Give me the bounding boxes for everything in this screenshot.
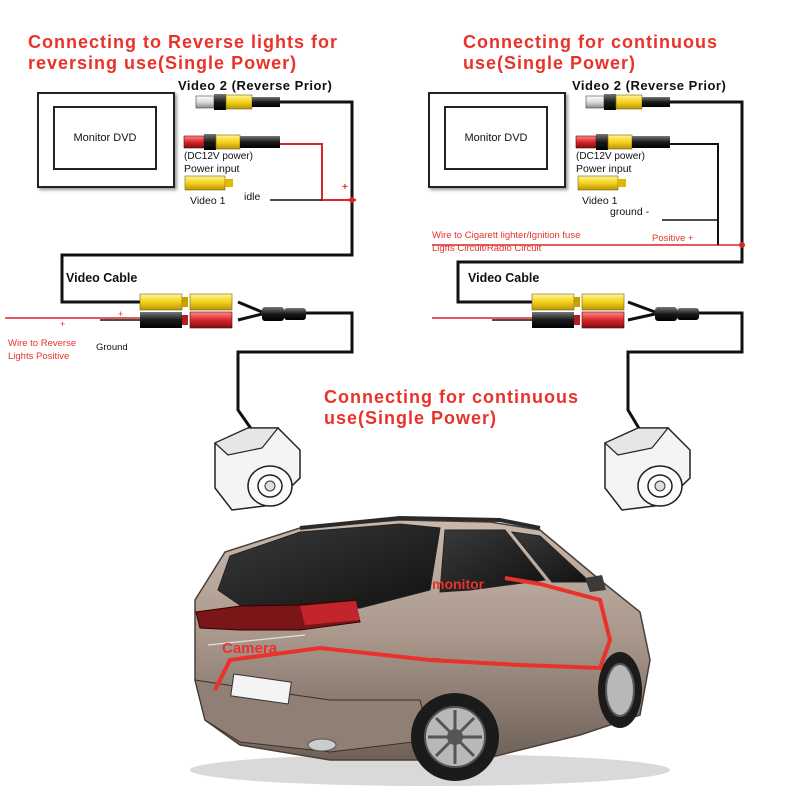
left-cable-yellow-connectors bbox=[139, 293, 233, 311]
right-dc-label: (DC12V power) bbox=[576, 151, 645, 162]
left-idle-label: idle bbox=[244, 191, 261, 203]
right-monitor: Monitor DVD bbox=[428, 92, 566, 188]
left-power-input-label: Power input bbox=[184, 163, 240, 175]
left-rca-white-connector bbox=[195, 94, 280, 110]
right-title-line1: Connecting for continuous bbox=[463, 32, 718, 52]
right-title-line2: use(Single Power) bbox=[463, 53, 637, 73]
left-video1-label: Video 1 bbox=[190, 195, 226, 207]
left-monitor-label: Monitor DVD bbox=[73, 132, 137, 144]
right-rca-power-connector bbox=[575, 134, 670, 150]
right-cable-yellow-connectors bbox=[531, 293, 625, 311]
right-video1-label: Video 1 bbox=[582, 195, 618, 207]
left-video-cable-label: Video Cable bbox=[66, 271, 138, 285]
right-power-input-label: Power input bbox=[576, 163, 632, 175]
center-title-line2: use(Single Power) bbox=[324, 408, 498, 428]
left-plus-small: + bbox=[60, 319, 66, 329]
left-video2-label: Video 2 (Reverse Prior) bbox=[178, 78, 333, 93]
right-video2-label: Video 2 (Reverse Prior) bbox=[572, 78, 727, 93]
right-diagram bbox=[432, 94, 745, 511]
right-rca-video1-connector bbox=[577, 175, 626, 191]
left-dc-label: (DC12V power) bbox=[184, 151, 253, 162]
car-illustration bbox=[190, 515, 670, 786]
left-monitor: Monitor DVD bbox=[37, 92, 175, 188]
left-cable-red-connectors bbox=[140, 311, 233, 329]
left-plus-label: + bbox=[342, 182, 348, 193]
car-camera-label: Camera bbox=[222, 640, 278, 657]
left-wire-reverse-line1: Wire to Reverse bbox=[8, 338, 77, 349]
left-cable-plug bbox=[262, 307, 306, 321]
right-monitor-label: Monitor DVD bbox=[464, 132, 528, 144]
left-wire-reverse-line2: Lights Positive bbox=[8, 351, 70, 362]
right-wire-cig-line1: Wire to Cigarett lighter/Ignition fuse bbox=[432, 230, 581, 241]
right-cable-plug bbox=[655, 307, 699, 321]
car-monitor-label: monitor bbox=[432, 576, 485, 592]
right-video-cable-label: Video Cable bbox=[468, 271, 540, 285]
right-wire-cig-line2: Ligfts Circuit/Radio Circuit bbox=[432, 243, 542, 254]
right-camera bbox=[603, 427, 691, 511]
left-camera bbox=[213, 427, 301, 511]
left-rca-power-connector bbox=[183, 134, 280, 150]
left-diagram bbox=[5, 94, 356, 511]
right-rca-white-connector bbox=[585, 94, 670, 110]
left-plus-small-2: + bbox=[118, 309, 124, 319]
left-rca-video1-connector bbox=[184, 175, 233, 191]
right-ground-label: ground - bbox=[610, 206, 650, 218]
right-cable-red-connectors bbox=[532, 311, 625, 329]
left-ground-label: Ground bbox=[96, 342, 128, 353]
right-positive-label: Positive + bbox=[652, 233, 694, 244]
center-title-line1: Connecting for continuous bbox=[324, 387, 579, 407]
left-title-line2: reversing use(Single Power) bbox=[28, 53, 298, 73]
left-title-line1: Connecting to Reverse lights for bbox=[28, 32, 339, 52]
